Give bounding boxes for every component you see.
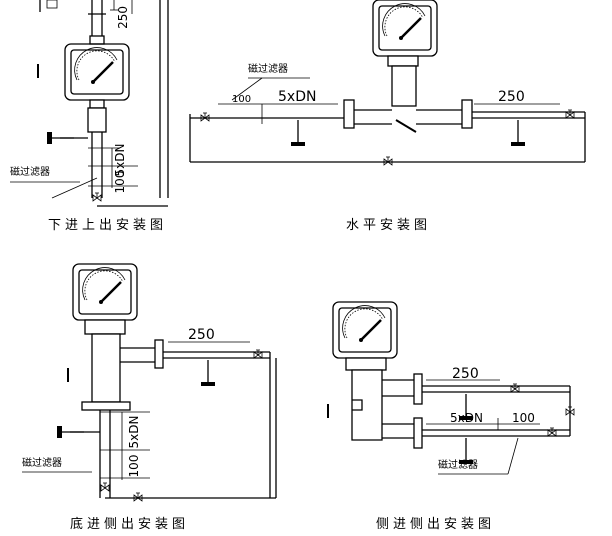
dim-250-label: 250 (188, 327, 215, 343)
dim-100-label: 100 (113, 171, 127, 194)
panel-horizontal: 100 5xDN 250 磁过滤器 水平安装图 (189, 0, 586, 233)
caption-vertical-up: 下进上出安装图 (48, 218, 167, 233)
magnetic-filter-label: 磁过滤器 (248, 62, 288, 75)
panel-vertical-up: 250 5xDN 100 磁过滤器 下进上出安装图 (10, 0, 169, 233)
dim-100-label: 100 (127, 455, 141, 478)
magnetic-filter-label: 磁过滤器 (438, 458, 478, 471)
dim-5xdn-label: 5xDN (127, 416, 141, 449)
magnetic-filter-label: 磁过滤器 (10, 165, 50, 178)
dim-100-label: 100 (512, 411, 535, 425)
caption-bottom-in-side-out: 底进侧出安装图 (70, 516, 189, 532)
dim-5xdn-label: 5xDN (113, 144, 127, 177)
panel-bottom-in-side-out: 250 5xDN 100 磁过滤器 底进侧出安装图 (22, 262, 277, 532)
dim-250-label: 250 (116, 6, 130, 29)
magnetic-filter-label: 磁过滤器 (22, 456, 62, 469)
dim-5xdn-label: 5xDN (450, 411, 483, 425)
dim-250-label: 250 (452, 366, 479, 382)
dim-5xdn-label: 5xDN (278, 89, 316, 105)
caption-horizontal: 水平安装图 (346, 218, 431, 233)
caption-side-in-side-out: 侧进侧出安装图 (376, 517, 495, 532)
dim-250-label: 250 (498, 89, 525, 105)
panel-side-in-side-out: 250 5xDN 100 磁过滤器 侧进侧出安装图 (327, 300, 575, 532)
dim-100-label: 100 (232, 94, 251, 105)
